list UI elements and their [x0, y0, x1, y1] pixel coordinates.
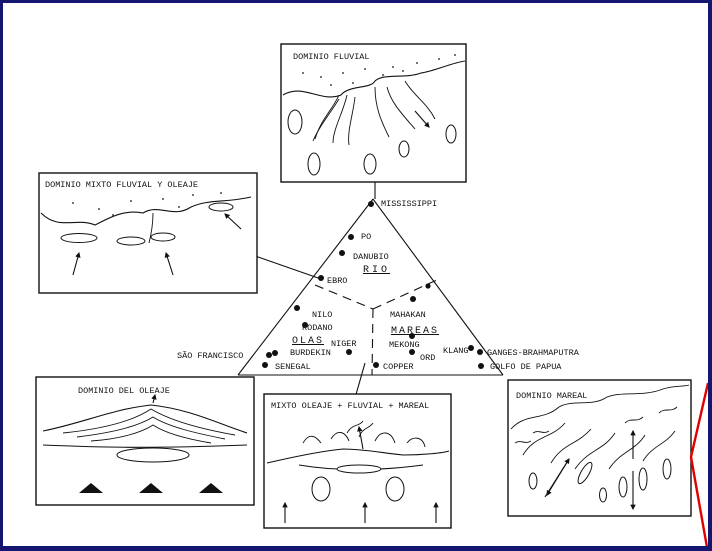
panel-mixto-todo: MIXTO OLEAJE + FLUVIAL + MAREAL [263, 393, 452, 529]
label-papua: GOLFO DE PAPUA [490, 362, 562, 372]
label-ebro: EBRO [327, 276, 347, 286]
delta-points: MISSISSIPPI PO DANUBIO EBRO NILO RODANO … [177, 199, 580, 372]
point-interior [425, 283, 431, 289]
point-nilo [294, 305, 300, 311]
panel-title-mixto-todo: MIXTO OLEAJE + FLUVIAL + MAREAL [271, 401, 429, 411]
stipple-mixto [72, 192, 222, 216]
stipple-fluvial [302, 54, 456, 86]
red-annotation [689, 382, 710, 551]
label-mississippi: MISSISSIPPI [381, 199, 437, 209]
domain-label-mareas: MAREAS [391, 326, 439, 337]
domain-label-olas: OLAS [292, 336, 324, 347]
point-copper [373, 362, 379, 368]
panel-title-mixto-fluvial-oleaje: DOMINIO MIXTO FLUVIAL Y OLEAJE [45, 180, 198, 190]
panel-mixto-fluvial-oleaje: DOMINIO MIXTO FLUVIAL Y OLEAJE [38, 172, 258, 294]
point-niger [346, 349, 352, 355]
point-danubio [339, 250, 345, 256]
point-sao-francisco [266, 352, 272, 358]
label-rodano: RODANO [302, 323, 333, 333]
point-mekong [409, 333, 415, 339]
panel-title-oleaje: DOMINIO DEL OLEAJE [78, 386, 170, 396]
label-sao-francisco: SÃO FRANCISCO [177, 350, 243, 361]
panel-mareal: DOMINIO MAREAL [507, 379, 692, 517]
point-mahakan [410, 296, 416, 302]
label-klang: KLANG [443, 346, 469, 356]
label-mahakan: MAHAKAN [390, 310, 426, 320]
label-nilo: NILO [312, 310, 332, 320]
label-danubio: DANUBIO [353, 252, 389, 262]
label-burdekin: BURDEKIN [290, 348, 331, 358]
point-po [348, 234, 354, 240]
point-ebro [318, 275, 324, 281]
label-niger: NIGER [331, 339, 357, 349]
panel-title-mareal: DOMINIO MAREAL [516, 391, 587, 401]
point-klang [468, 345, 474, 351]
panel-fluvial: DOMINIO FLUVIAL [280, 43, 467, 183]
panel-oleaje: DOMINIO DEL OLEAJE [35, 376, 255, 506]
delta-classification-diagram: MISSISSIPPI PO DANUBIO EBRO NILO RODANO … [35, 43, 710, 551]
label-copper: COPPER [383, 362, 414, 372]
label-senegal: SENEGAL [275, 362, 311, 372]
point-rodano [302, 322, 308, 328]
point-ord [409, 349, 415, 355]
point-papua [478, 363, 484, 369]
label-ord: ORD [420, 353, 435, 363]
point-senegal [262, 362, 268, 368]
domain-label-rio: RIO [363, 265, 390, 276]
panel-title-fluvial: DOMINIO FLUVIAL [293, 52, 370, 62]
label-po: PO [361, 232, 371, 242]
label-ganges: GANGES-BRAHMAPUTRA [487, 348, 580, 358]
point-ganges [477, 349, 483, 355]
point-burdekin [272, 350, 278, 356]
domain-labels: RIO OLAS MAREAS [292, 265, 439, 347]
label-mekong: MEKONG [389, 340, 420, 350]
diagram-canvas: MISSISSIPPI PO DANUBIO EBRO NILO RODANO … [3, 3, 710, 551]
point-mississippi [368, 201, 374, 207]
